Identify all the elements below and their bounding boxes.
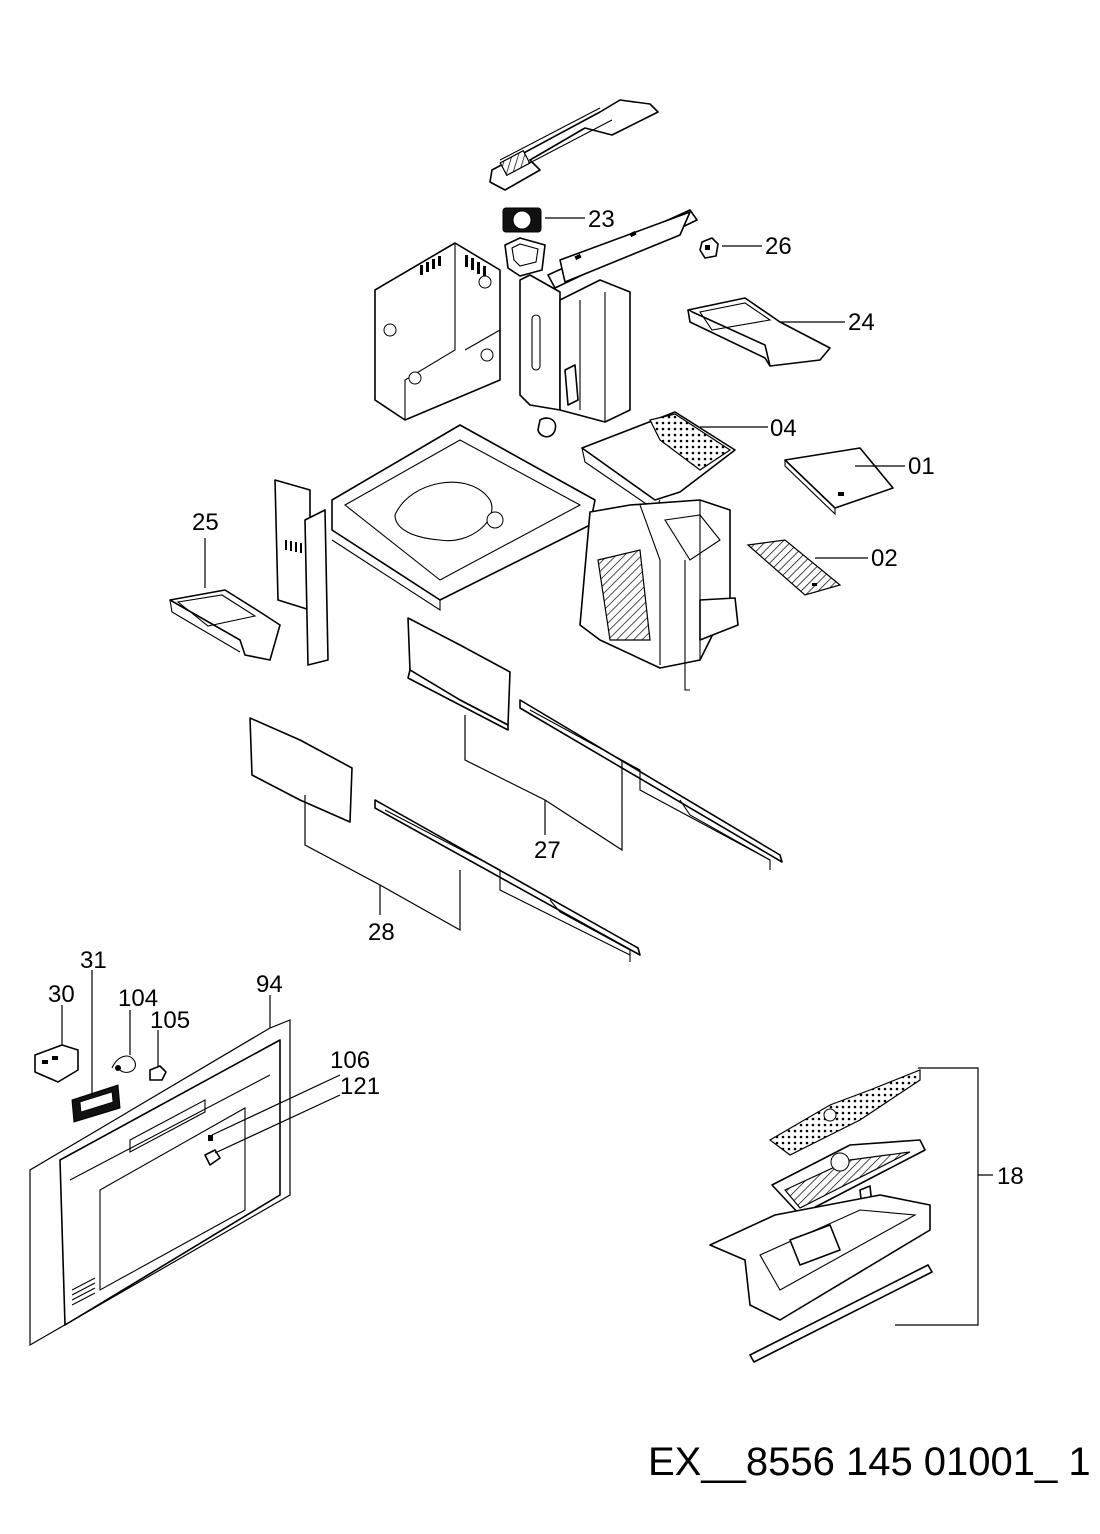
leader-18 [895,1067,993,1326]
slide-rail-upper-part [519,699,783,870]
mounting-plate-upper-part [407,617,511,731]
callout-121: 121 [340,1073,380,1100]
callout-30: 30 [48,981,75,1008]
callout-24: 24 [848,309,875,336]
display-module-part [71,1084,121,1123]
callout-31: 31 [80,947,107,974]
left-drip-tray-part [169,589,281,661]
callout-94: 94 [256,971,283,998]
callout-25: 25 [192,509,219,536]
carry-handle-part [489,99,659,191]
callout-23: 23 [588,206,615,233]
slide-rail-lower-part [374,799,641,962]
leader-121 [214,1094,341,1154]
drip-tray-base-part [709,1194,931,1321]
top-rail-bracket-part [547,209,698,289]
small-clip-part [699,237,719,259]
control-board-part [34,1044,79,1083]
mounting-plate-lower-part [249,717,353,823]
switch-part [149,1065,167,1081]
leader-106 [211,1074,341,1136]
tray-insert-part [771,1139,926,1216]
front-door-frame-part [59,1039,281,1326]
fan-part [502,207,546,277]
perforated-grid-part [768,1069,921,1156]
grill-strip-part [746,539,842,596]
leader-27 [464,715,623,852]
brew-unit-housing-part [579,499,739,691]
leader-28 [304,795,461,932]
callout-26: 26 [765,233,792,260]
left-side-panel-part [374,242,501,421]
front-trim-strip-part [749,1264,933,1363]
callout-106: 106 [330,1047,370,1074]
callout-18: 18 [997,1163,1024,1190]
left-vented-panel-part [274,479,329,666]
base-frame-part [331,424,596,612]
callout-04: 04 [770,415,797,442]
callout-28: 28 [368,919,395,946]
leader-94 [29,995,291,1347]
callout-27: 27 [534,837,561,864]
callout-01: 01 [908,453,935,480]
flat-lid-part [784,447,894,516]
callout-105: 105 [150,1007,190,1034]
document-id: EX__8556 145 01001_ 1 [648,1440,1091,1484]
upper-drip-tray-part [687,297,831,367]
callout-104: 104 [118,985,158,1012]
callout-02: 02 [871,545,898,572]
cable-part [111,1055,136,1073]
right-side-panel-part [519,274,631,438]
top-cover-part [581,411,736,511]
